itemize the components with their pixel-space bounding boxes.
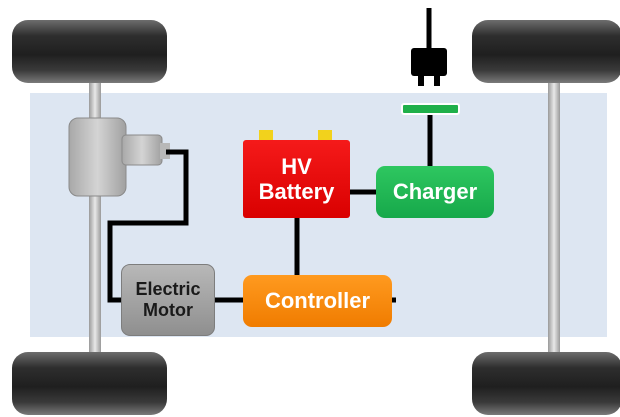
plug-icon bbox=[411, 48, 447, 86]
tire-icon bbox=[472, 20, 620, 83]
tire-icon bbox=[12, 352, 167, 415]
battery-terminal-icon bbox=[259, 130, 273, 141]
charger-block: Charger bbox=[376, 166, 494, 218]
tire-icon bbox=[12, 20, 167, 83]
charger-label: Charger bbox=[392, 179, 478, 205]
front-axle-icon bbox=[89, 60, 101, 360]
charge-port-icon bbox=[401, 103, 460, 115]
tire-icon bbox=[472, 352, 620, 415]
battery-terminal-icon bbox=[318, 130, 332, 141]
electric-motor-label: Electric Motor bbox=[135, 279, 201, 320]
hv-battery-block: HV Battery bbox=[243, 140, 350, 218]
hv-battery-label: HV Battery bbox=[258, 153, 335, 204]
controller-block: Controller bbox=[243, 275, 392, 327]
controller-label: Controller bbox=[264, 288, 371, 314]
rear-axle-icon bbox=[548, 60, 560, 360]
wiring bbox=[107, 8, 433, 303]
electric-motor-block: Electric Motor bbox=[121, 264, 215, 336]
gearbox-icon bbox=[68, 117, 170, 197]
motor-to-gearbox-wire bbox=[107, 149, 189, 303]
